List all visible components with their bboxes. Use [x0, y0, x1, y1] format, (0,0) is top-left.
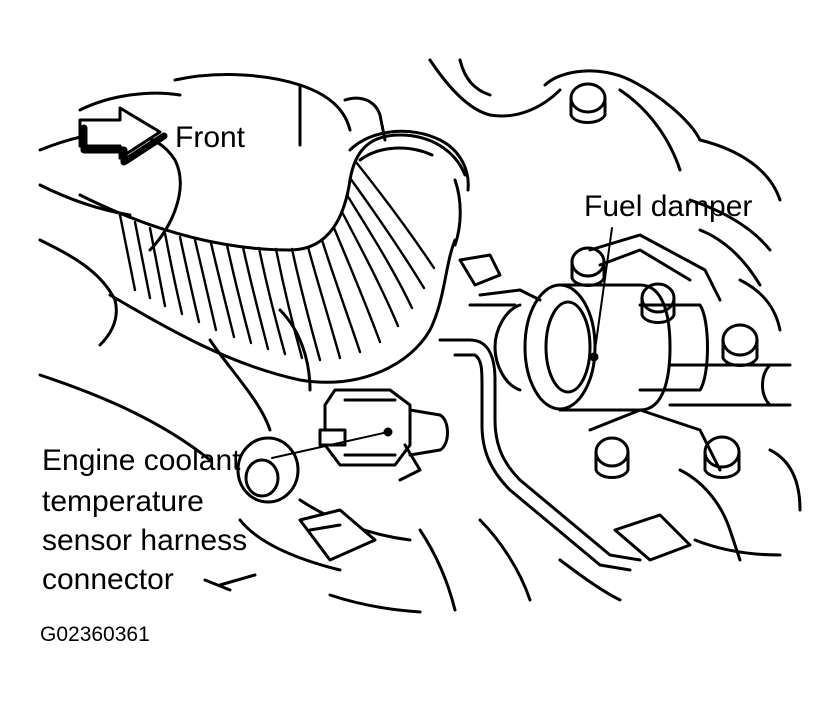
ect-label-line-1: Engine coolant [42, 444, 241, 477]
front-label: Front [175, 121, 246, 154]
ect-leader [271, 431, 389, 459]
leader-lines [271, 227, 613, 459]
engine-background-lines [38, 58, 802, 614]
fuel-damper-leader [593, 227, 613, 358]
air-duct-hose [78, 129, 470, 384]
ect-label-line-4: connector [42, 563, 174, 596]
front-arrow [78, 106, 168, 166]
figure-code: G02360361 [40, 623, 150, 646]
ect-label-line-3: sensor harness [42, 524, 248, 557]
fuel-damper-label: Fuel damper [584, 190, 753, 223]
fuel-tube-bracket [438, 253, 692, 572]
fuel-damper-assembly [493, 233, 792, 472]
ect-leader-dot [383, 427, 393, 437]
ect-sensor-connector [236, 388, 449, 562]
fuel-damper-leader-dot [589, 352, 599, 362]
ect-label-line-2: temperature [42, 485, 204, 518]
bolts [569, 82, 759, 479]
